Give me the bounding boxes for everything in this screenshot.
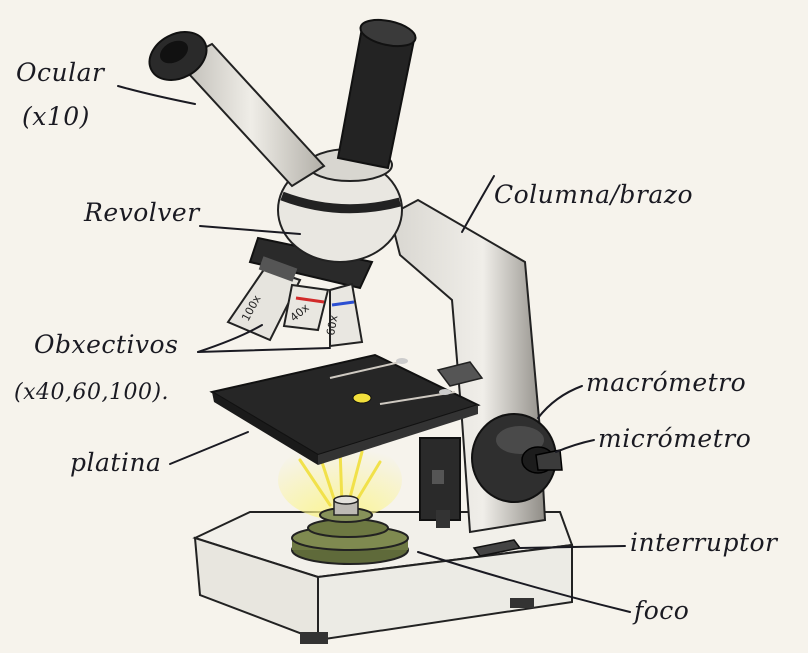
label-interruptor: interruptor <box>630 528 778 557</box>
label-ocular: Ocular <box>16 58 104 87</box>
objective-60x: 60x <box>324 284 362 346</box>
focus-knobs <box>472 414 562 502</box>
label-revolver: Revolver <box>84 198 200 227</box>
label-micrometro: micrómetro <box>598 424 751 453</box>
label-foco: foco <box>634 596 689 625</box>
camera-tube <box>338 15 418 168</box>
label-columna-brazo: Columna/brazo <box>494 180 693 209</box>
stage-support <box>420 438 460 528</box>
label-macrometro: macrómetro <box>586 368 746 397</box>
label-obxectivos: Obxectivos <box>34 330 178 359</box>
label-platina: platina <box>70 448 161 477</box>
label-objectives-magnification: (x40,60,100). <box>14 380 169 405</box>
objective-40x: 40x <box>284 285 328 330</box>
label-ocular-magnification: (x10) <box>22 102 90 131</box>
eyepiece <box>141 22 324 186</box>
